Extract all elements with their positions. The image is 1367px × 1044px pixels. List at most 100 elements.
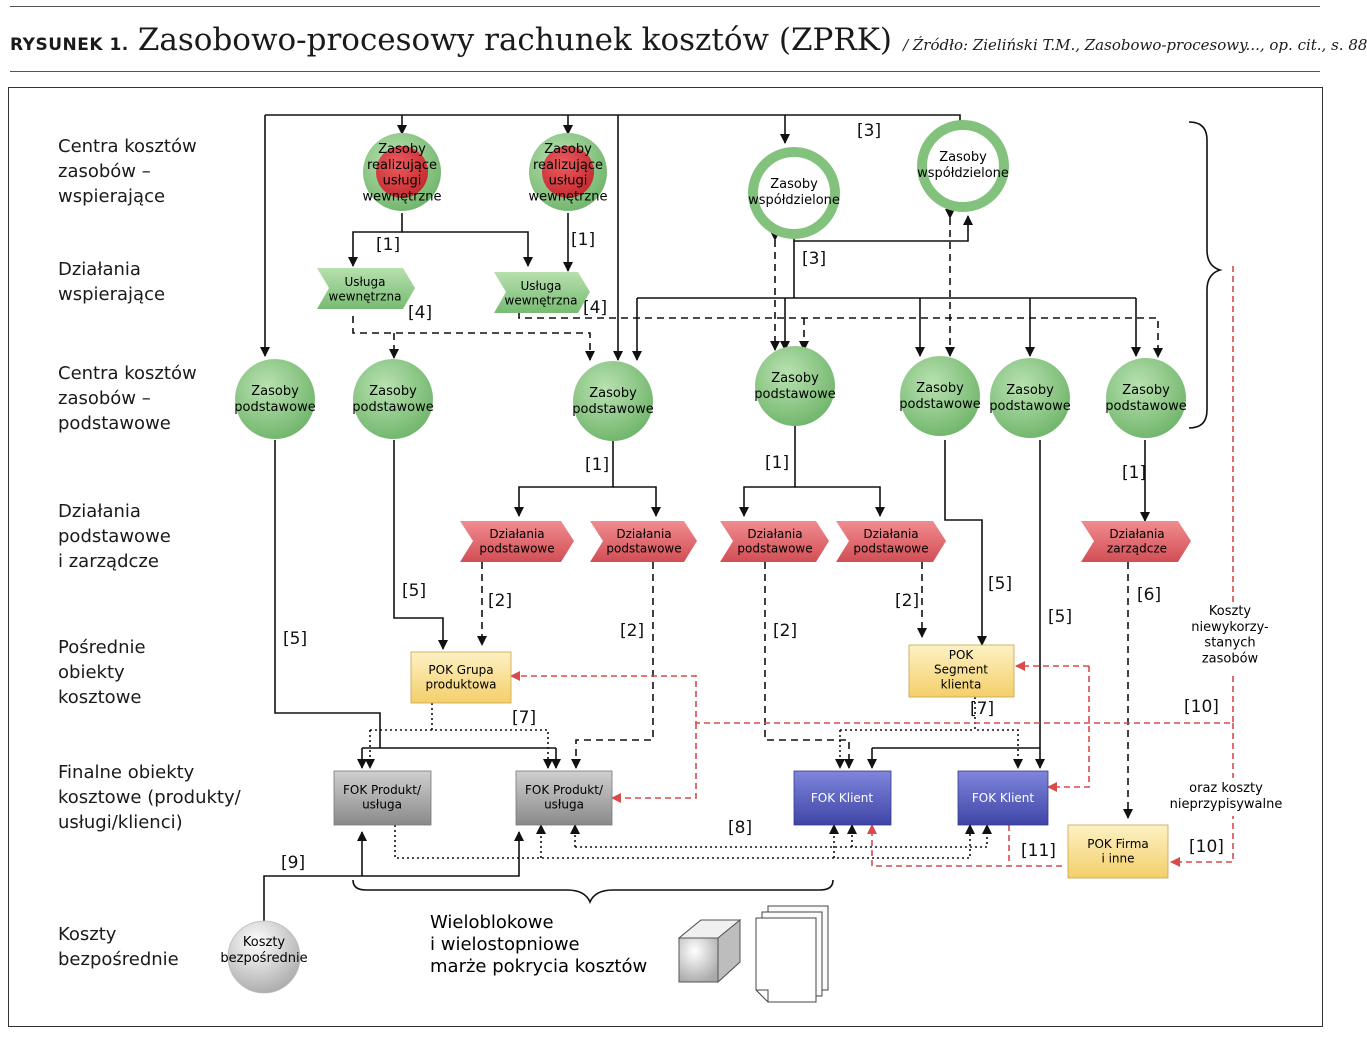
zprk-diagram: [1] [1] [3] [3] [4] [4] [1] [1] [1] [5] … [220,114,1287,1003]
row-label-intermediate-objects: Pośrednie obiekty kosztowe [58,637,146,708]
label-1-e: [1] [1122,463,1146,483]
dashed-connectors [352,209,1163,819]
fok-customer-node: FOK Klient [793,770,892,826]
label-2-c: [2] [773,621,797,641]
label-5-d: [5] [1048,607,1072,627]
top-rule [10,6,1320,7]
label-7-b: [7] [970,699,994,719]
label-9: [9] [281,853,305,873]
label-1-a: [1] [376,235,400,255]
right-brace [1188,121,1223,429]
label-10-b: [10] [1189,837,1224,857]
label-7-a: [7] [512,708,536,728]
fok-product-label-1: FOK Produkt/usługa [343,783,422,812]
row-label-basic-resources: Centra kosztów zasobów – podstawowe [58,363,197,434]
fok-customer-node: FOK Klient [957,770,1049,826]
fok-product-node: FOK Produkt/usługa [333,770,432,826]
dotted-connectors [365,697,1023,859]
figure-label: RYSUNEK 1. [10,35,129,55]
fok-product-node: FOK Produkt/usługa [515,770,613,826]
label-8: [8] [728,818,752,838]
label-2-b: [2] [620,621,644,641]
fok-customer-label-1: FOK Klient [811,791,874,805]
label-4-a: [4] [408,303,432,323]
red-dashed-connectors [510,266,1234,867]
label-2-d: [2] [895,591,919,611]
label-11: [11] [1021,841,1056,861]
top-feed-bar [265,114,961,128]
label-1-b: [1] [571,230,595,250]
label-3-a: [3] [857,121,881,141]
diagram-frame [8,87,1323,1027]
label-5-c: [5] [988,574,1012,594]
label-3-b: [3] [802,249,826,269]
label-4-b: [4] [583,298,607,318]
title-rule [10,71,1320,72]
row-label-final-objects: Finalne obiekty kosztowe (produkty/ usłu… [58,762,241,833]
label-1-c: [1] [585,455,609,475]
fok-customer-label-2: FOK Klient [972,791,1035,805]
row-label-direct-costs: Koszty bezpośrednie [58,924,179,970]
label-5-b: [5] [283,629,307,649]
cube-icon [677,918,742,984]
label-6: [6] [1137,585,1161,605]
figure-title: Zasobowo-procesowy rachunek kosztów (ZPR… [137,22,892,58]
fok-product-label-2: FOK Produkt/usługa [525,783,604,812]
row-label-basic-activities: Działania podstawowe i zarządcze [58,501,171,572]
row-label-support-resources: Centra kosztów zasobów – wspierające [58,136,197,207]
label-5-a: [5] [402,581,426,601]
edge-labels: [1] [1] [3] [3] [4] [4] [1] [1] [1] [5] … [281,121,1224,873]
label-2-a: [2] [488,591,512,611]
bottom-brace [352,879,834,905]
figure-title-bar: RYSUNEK 1. Zasobowo-procesowy rachunek k… [10,22,1367,66]
row-label-support-activities: Działania wspierające [58,259,166,305]
